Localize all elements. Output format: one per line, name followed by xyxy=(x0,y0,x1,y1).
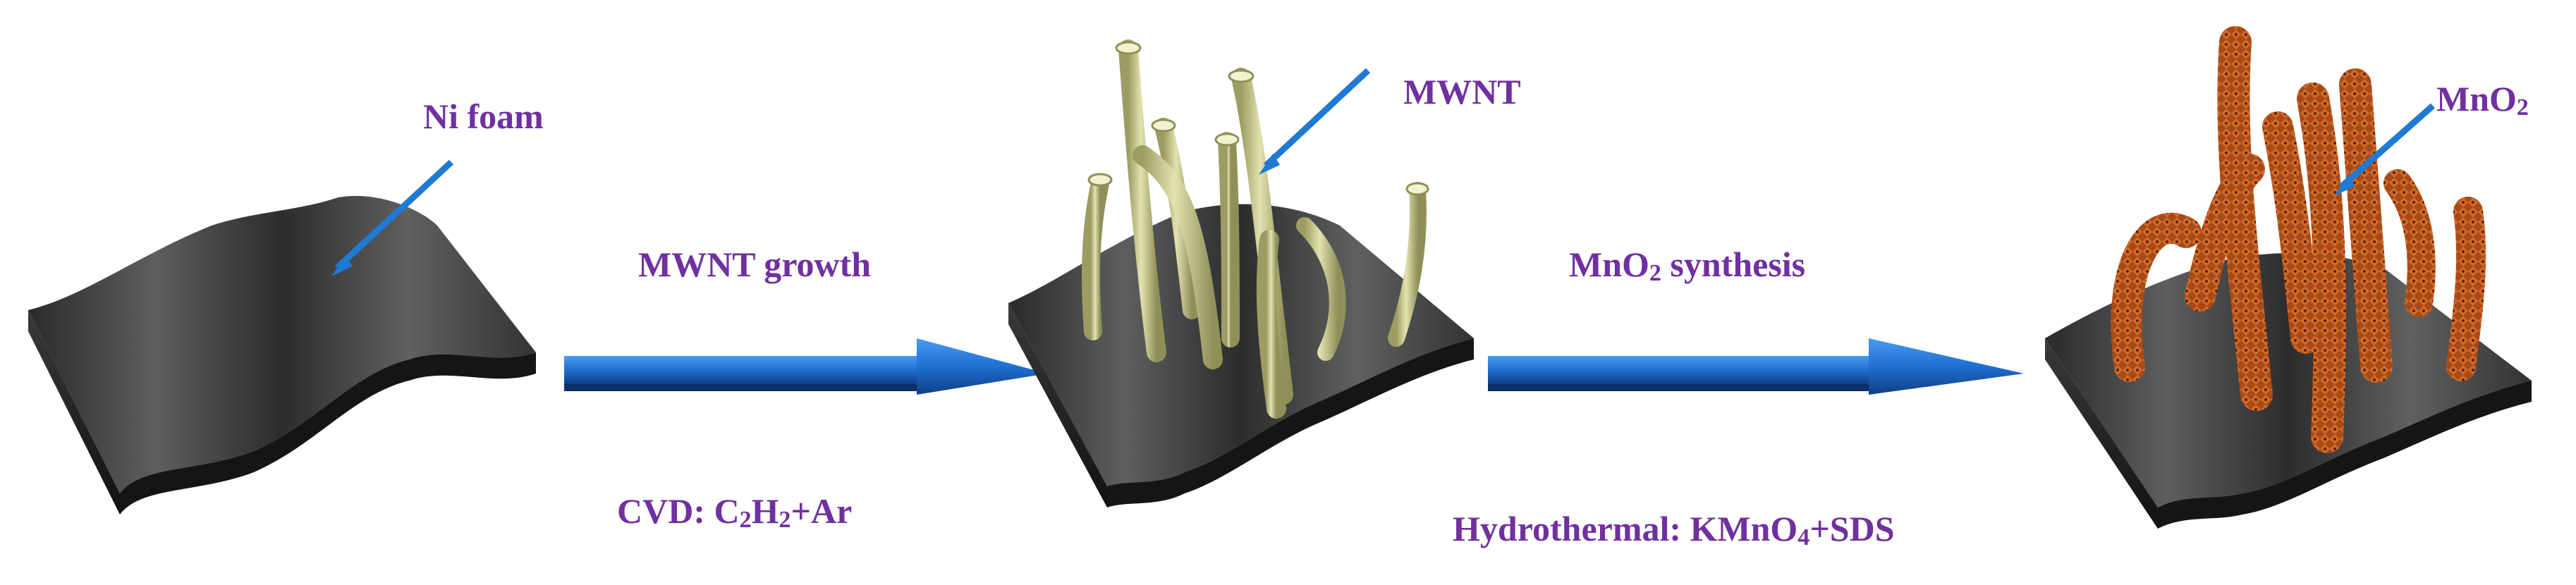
cvd-label: CVD: C2H2+Ar xyxy=(617,493,852,532)
process-arrow-2 xyxy=(1488,338,2024,395)
nanotube xyxy=(1218,132,1240,347)
coated-nanotube xyxy=(2446,197,2486,381)
coated-nanotube xyxy=(2262,111,2321,354)
mno2-label-sub: 2 xyxy=(2516,94,2529,121)
synth-suffix: synthesis xyxy=(1661,245,1806,284)
process-arrow-1 xyxy=(564,338,1047,395)
foam-sheet-edge xyxy=(28,310,120,515)
synth-sub: 2 xyxy=(1649,260,1661,286)
foam-sheet-front xyxy=(120,352,536,515)
nanotube xyxy=(1082,174,1109,340)
mno2-coated-array xyxy=(2111,26,2486,453)
nanotube xyxy=(1133,145,1223,369)
mno2-label: MnO2 xyxy=(2436,81,2529,120)
nanotube xyxy=(1296,217,1346,361)
cvd-suffix: +Ar xyxy=(790,491,853,531)
mwnt-array xyxy=(1082,39,1429,419)
cvd-prefix: CVD: C xyxy=(617,491,740,531)
pointer-arrow-ni-foam xyxy=(331,159,454,276)
coated-nanotube xyxy=(2339,68,2393,383)
coated-nanotube xyxy=(2111,212,2202,382)
mno2-synthesis-label: MnO2 synthesis xyxy=(1569,247,1805,285)
nanotube xyxy=(1118,39,1166,362)
pointer-arrow-mno2 xyxy=(2334,103,2435,196)
foam-sheet-top xyxy=(28,196,536,493)
coated-nanotube xyxy=(2297,82,2346,453)
ni-foam-label: Ni foam xyxy=(423,97,544,136)
mno2-label-text: MnO xyxy=(2436,79,2517,118)
cvd-mid: H xyxy=(751,491,779,531)
nanotube xyxy=(1256,230,1286,419)
hydro-sub: 4 xyxy=(1797,524,1810,550)
coated-nanotube xyxy=(2217,26,2273,411)
mno2-foam-sheet xyxy=(2045,253,2532,529)
mwnt-growth-label: MWNT growth xyxy=(638,245,872,284)
cvd-sub2: 2 xyxy=(779,507,791,533)
hydro-prefix: Hydrothermal: KMnO xyxy=(1453,509,1798,548)
cvd-sub1: 2 xyxy=(739,507,752,533)
mwnt-label: MWNT xyxy=(1403,72,1521,111)
pointer-arrow-mwnt xyxy=(1259,68,1371,175)
mwnt-foam-sheet xyxy=(1008,204,1474,507)
synth-prefix: MnO xyxy=(1569,245,1649,284)
ni-foam-sheet xyxy=(28,196,536,515)
coated-nanotube xyxy=(2383,169,2436,317)
hydro-suffix: +SDS xyxy=(1809,509,1895,548)
hydrothermal-label: Hydrothermal: KMnO4+SDS xyxy=(1453,511,1895,550)
nanotube xyxy=(1388,182,1427,347)
